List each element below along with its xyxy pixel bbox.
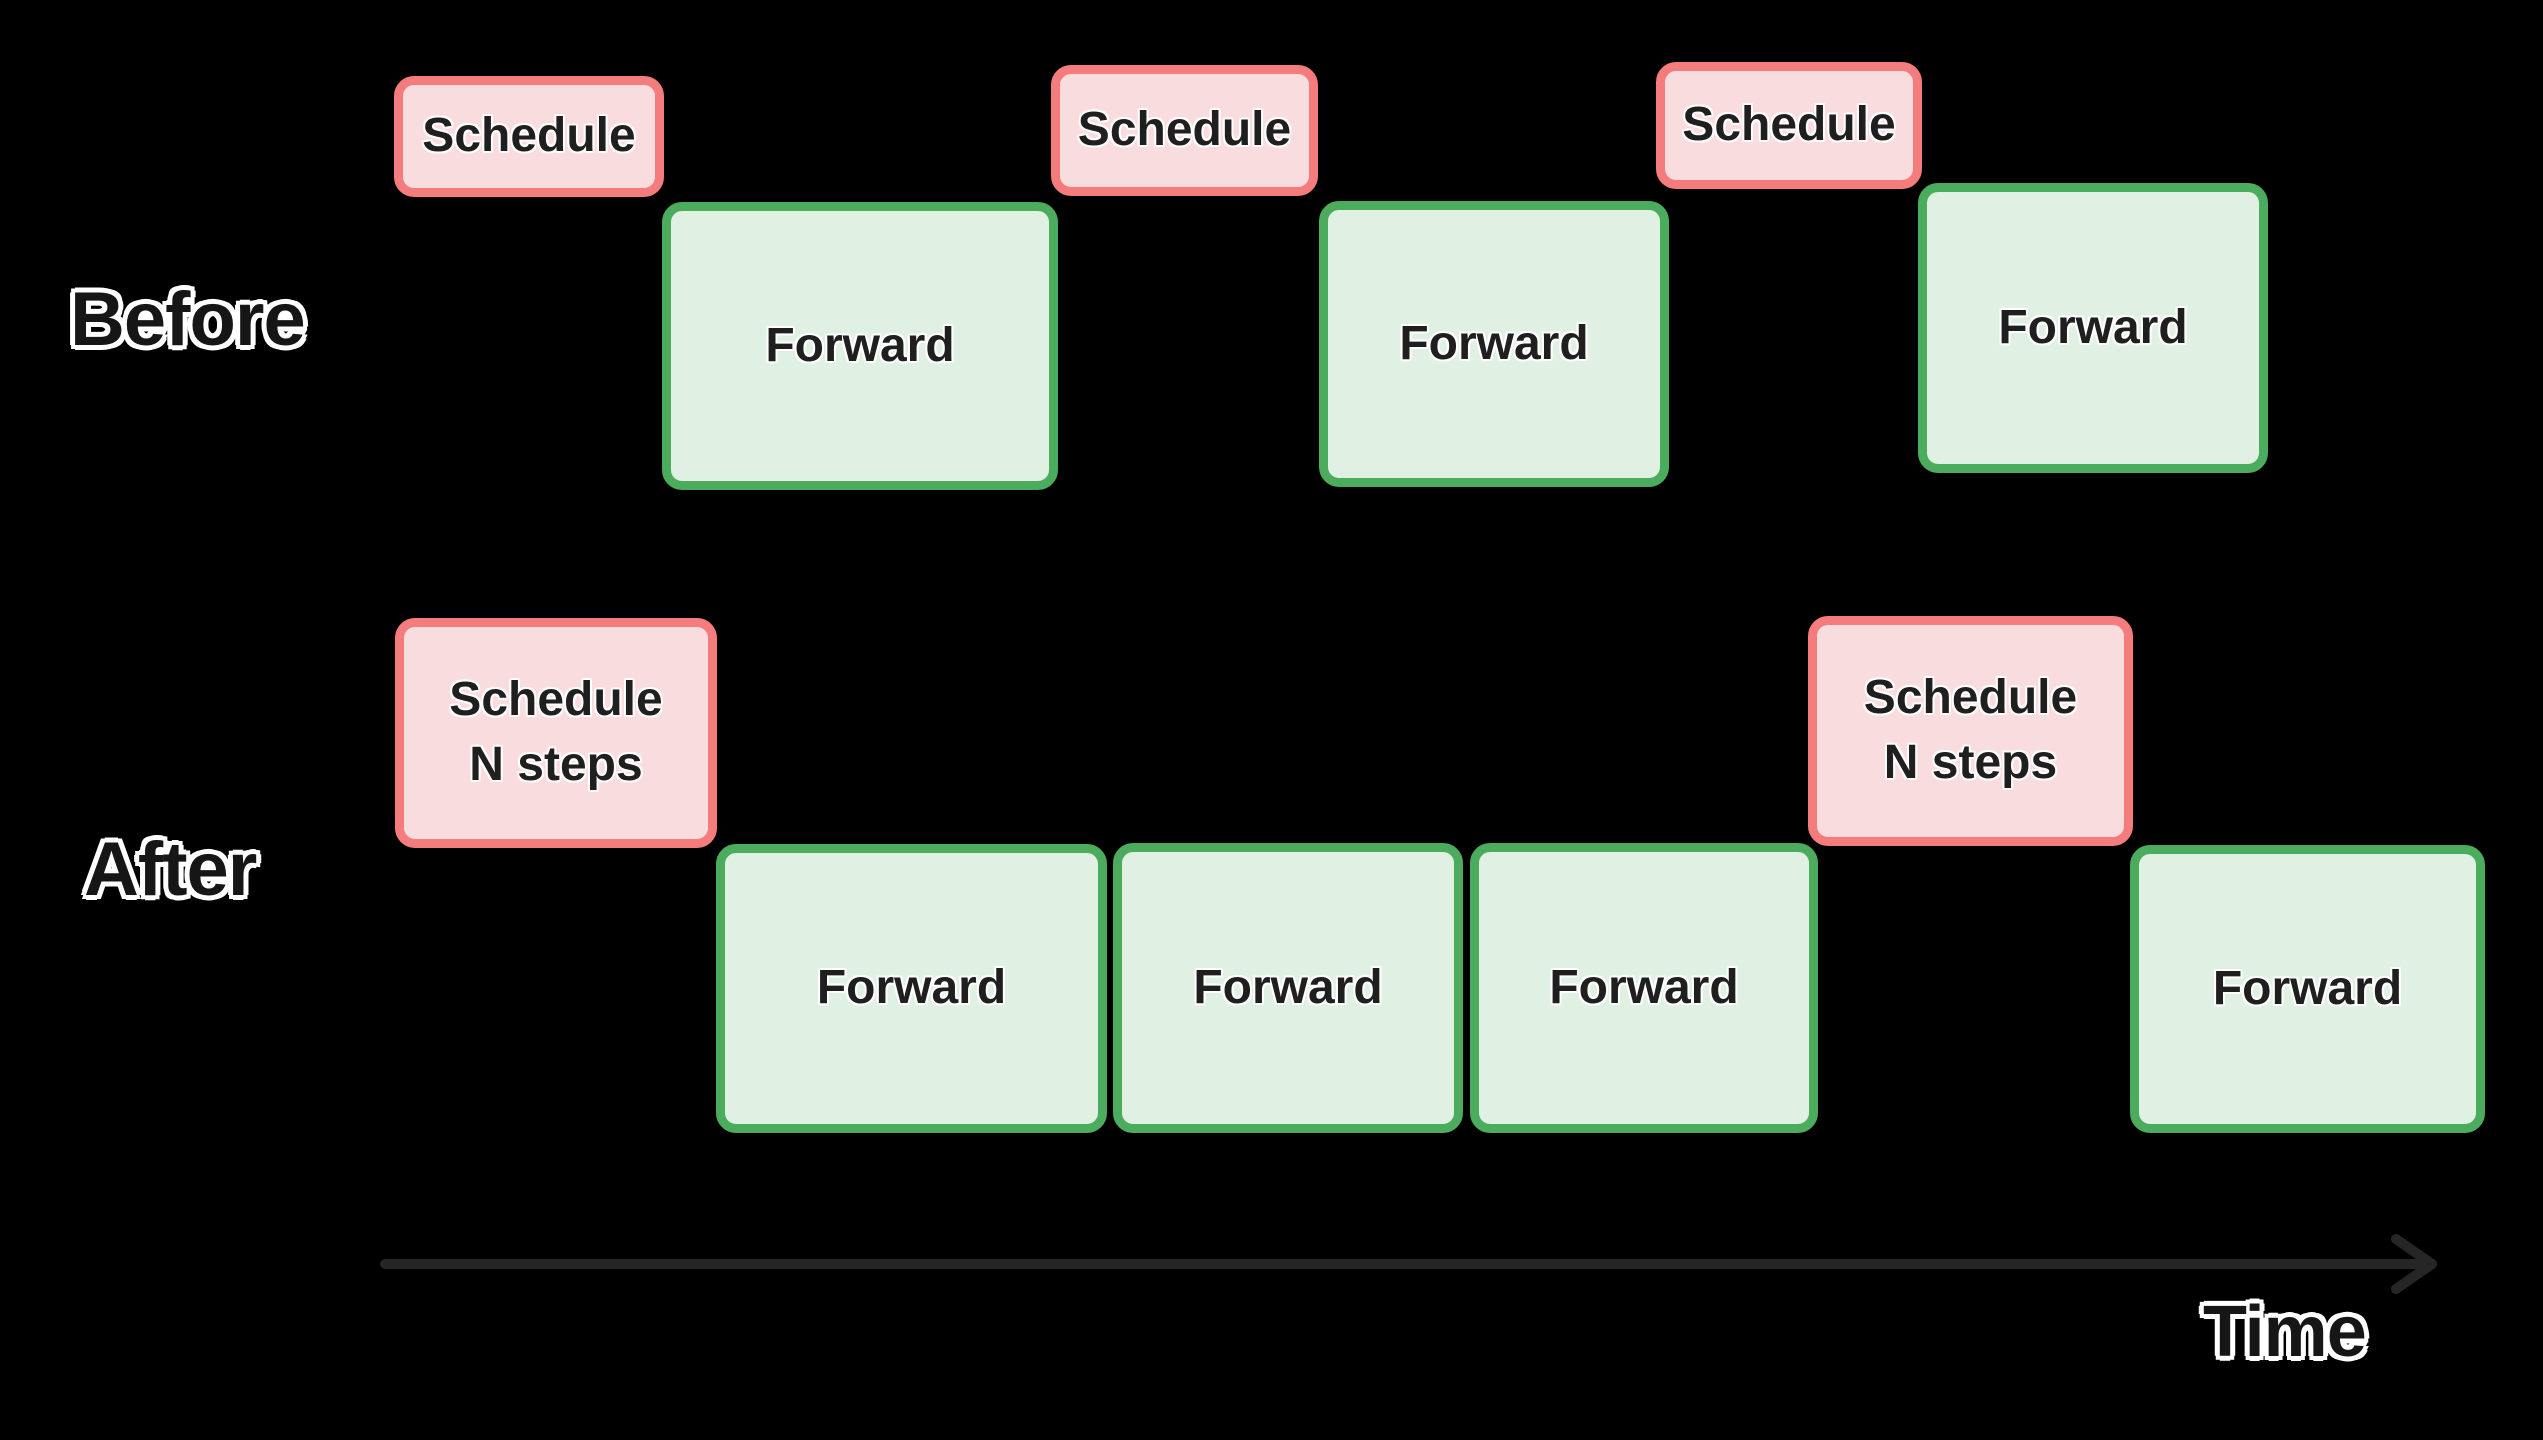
forward-box: Forward [1319,201,1669,487]
schedule-box: Schedule [1051,65,1318,196]
forward-box: Forward [1113,843,1463,1133]
schedule-box-label: Schedule [1682,98,1896,152]
time-axis-arrowhead-icon [2391,1234,2437,1294]
schedule-box-label: Schedule [422,109,636,163]
forward-box: Forward [1918,183,2268,473]
time-axis-label: Time [2203,1292,2367,1372]
forward-box-label: Forward [2212,961,2403,1015]
forward-box-label: Forward [1193,960,1383,1014]
forward-box: Forward [1470,843,1818,1133]
schedule-n-steps-box: Schedule N steps [395,618,717,848]
time-axis-arrow [380,1234,2437,1294]
forward-box-label: Forward [765,318,955,372]
forward-box-label: Forward [1399,316,1589,370]
before-row-label: Before [70,277,306,362]
forward-box: Forward [2130,845,2485,1133]
after-row-label: After [84,827,257,912]
schedule-box: Schedule [394,76,664,197]
forward-box: Forward [716,844,1107,1133]
schedule-box: Schedule [1656,62,1922,189]
schedule-n-steps-box: Schedule N steps [1808,616,2133,846]
schedule-box-label: Schedule N steps [1863,671,2078,789]
schedule-box-label: Schedule [1077,103,1292,157]
forward-box-label: Forward [1998,300,2188,354]
forward-box-label: Forward [1549,960,1739,1014]
schedule-box-label: Schedule N steps [449,673,663,791]
forward-box: Forward [662,202,1058,490]
forward-box-label: Forward [816,961,1007,1015]
